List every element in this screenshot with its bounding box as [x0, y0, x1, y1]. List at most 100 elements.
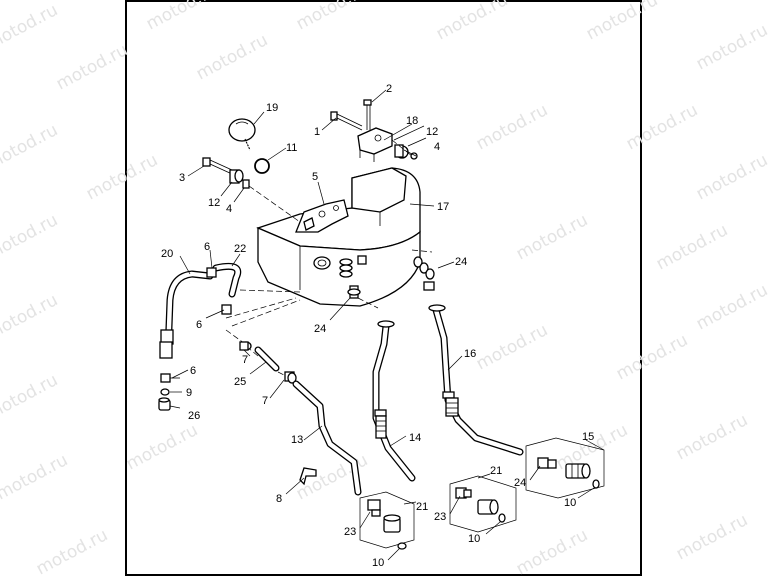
- callout-23-right: 23: [434, 511, 446, 523]
- watermark: motod.ru: [623, 100, 701, 154]
- fitting-part-23-right: [455, 487, 472, 499]
- callout-11: 11: [286, 142, 297, 154]
- hose-part-25: [254, 346, 280, 372]
- fitting-part-24-tank: [339, 255, 367, 299]
- adapter-part-21-left: [383, 514, 401, 533]
- callout-20: 20: [161, 248, 173, 260]
- hose-part-16: [428, 304, 524, 456]
- callout-19: 19: [266, 102, 278, 114]
- watermark: motod.ru: [0, 120, 61, 174]
- callout-22: 22: [234, 243, 246, 255]
- clamp-part-6-middle: [221, 304, 232, 315]
- callout-23-left: 23: [344, 526, 356, 538]
- callout-25: 25: [234, 376, 246, 388]
- callout-8: 8: [276, 493, 282, 505]
- watermark: motod.ru: [293, 0, 371, 34]
- watermark: motod.ru: [473, 100, 551, 154]
- bracket-part-5: [295, 199, 349, 233]
- callout-12-upper: 12: [426, 126, 438, 138]
- callout-7-lower: 7: [262, 395, 268, 407]
- o-ring-part-11: [254, 158, 270, 174]
- callout-2: 2: [386, 83, 392, 95]
- callout-24-group15: 24: [514, 477, 526, 489]
- watermark: motod.ru: [653, 220, 731, 274]
- watermark: motod.ru: [433, 0, 511, 44]
- leader-lines: [169, 89, 605, 561]
- bolt-part-3: [202, 157, 233, 175]
- callout-5: 5: [312, 171, 318, 183]
- fitting-group-part-21-right: [449, 475, 517, 533]
- callout-21-right: 21: [490, 465, 502, 477]
- watermark: motod.ru: [693, 280, 770, 334]
- clamp-part-7-lower: [284, 371, 297, 384]
- callout-13: 13: [291, 434, 303, 446]
- o-ring-part-9: [160, 388, 170, 396]
- watermark: motod.ru: [33, 525, 111, 578]
- clip-part-8: [299, 467, 317, 486]
- watermark: motod.ru: [0, 290, 61, 344]
- o-ring-part-10-group15: [592, 479, 600, 489]
- watermark: motod.ru: [0, 370, 61, 424]
- callout-4-left: 4: [226, 203, 232, 215]
- watermark: motod.ru: [673, 510, 751, 564]
- fitting-part-24-group: [537, 457, 557, 469]
- callout-17: 17: [437, 201, 449, 213]
- watermark: motod.ru: [193, 30, 271, 84]
- callout-6-lower: 6: [190, 365, 196, 377]
- watermark: motod.ru: [0, 210, 61, 264]
- watermark: motod.ru: [0, 450, 71, 504]
- hose-part-20: [159, 270, 214, 359]
- callout-labels: 1 2 3 4 4 5 6 6 6 7 7 8 9 10 10 10 11 12…: [161, 83, 594, 569]
- watermark: motod.ru: [123, 420, 201, 474]
- callout-26: 26: [188, 410, 200, 422]
- adapter-part-21-right: [477, 499, 499, 515]
- callout-21-left: 21: [416, 501, 428, 513]
- fitting-part-6-lower: [160, 373, 180, 383]
- watermark: motod.ru: [143, 0, 221, 34]
- callout-15: 15: [582, 431, 594, 443]
- callout-10-group15: 10: [564, 497, 576, 509]
- watermark: motod.ru: [673, 410, 751, 464]
- callout-12-left: 12: [208, 197, 220, 209]
- hose-part-13: [292, 380, 362, 496]
- watermark: motod.ru: [693, 150, 770, 204]
- callout-14: 14: [409, 432, 421, 444]
- watermark: motod.ru: [513, 525, 591, 578]
- adapter-part-15: [565, 463, 591, 479]
- clamp-part-6-upper: [206, 267, 217, 278]
- callout-10-right: 10: [468, 533, 480, 545]
- callout-10-left: 10: [372, 557, 384, 569]
- mount-bracket-part-18: [357, 127, 393, 162]
- watermark: motod.ru: [613, 330, 691, 384]
- callout-1: 1: [314, 126, 320, 138]
- clamp-part-7-upper: [239, 341, 252, 351]
- oil-tank-part-17: [256, 167, 421, 307]
- hose-part-22: [212, 262, 242, 298]
- watermark: motod.ru: [473, 320, 551, 374]
- o-ring-part-10-right: [498, 513, 506, 523]
- dipstick-part-19: [228, 118, 256, 151]
- fitting-part-24-right: [413, 256, 435, 291]
- callout-18: 18: [406, 115, 418, 127]
- bolt-part-2: [363, 99, 372, 130]
- callout-3: 3: [179, 172, 185, 184]
- fitting-group-part-15: [525, 437, 605, 499]
- fitting-group-part-21-left: [359, 491, 415, 550]
- diagram-frame: [125, 0, 642, 576]
- watermark: motod.ru: [583, 0, 661, 44]
- bolt-part-1: [330, 111, 363, 131]
- callout-24-tank: 24: [314, 323, 326, 335]
- hose-part-14: [372, 320, 416, 482]
- nut-part-4-left: [242, 179, 250, 189]
- watermark: motod.ru: [0, 0, 61, 54]
- watermark: motod.ru: [83, 150, 161, 204]
- watermark: motod.ru: [513, 210, 591, 264]
- callout-6-middle: 6: [196, 319, 202, 331]
- watermark: motod.ru: [693, 20, 770, 74]
- callout-6-upper: 6: [204, 241, 210, 253]
- callout-4-upper: 4: [434, 141, 440, 153]
- plug-part-26: [158, 397, 171, 411]
- callout-24-right: 24: [455, 256, 467, 268]
- fitting-part-23-left: [367, 499, 381, 517]
